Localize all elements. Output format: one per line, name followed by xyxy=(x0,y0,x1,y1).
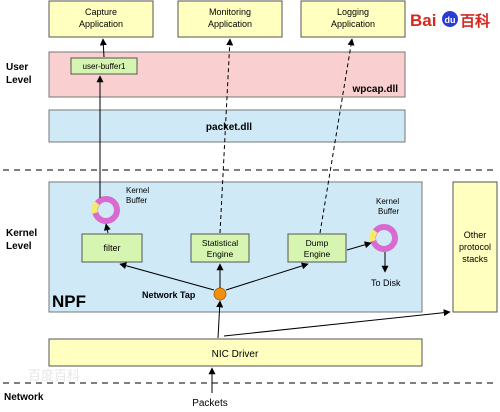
watermark-text: 百度百科 xyxy=(28,368,80,384)
dump-line2: Engine xyxy=(304,249,331,259)
user-buffer1-box xyxy=(70,57,138,75)
arrow-tap-to-dump xyxy=(225,262,309,291)
arrow-statistical-to-monitoring xyxy=(219,38,234,234)
kernel-level-label-1: Kernel xyxy=(6,228,37,239)
packets-label: Packets xyxy=(192,398,228,409)
monitoring-application-box: Monitoring Application xyxy=(177,0,283,38)
arrow-dump-to-logging xyxy=(319,38,355,234)
statistical-line1: Statistical xyxy=(202,238,238,248)
monitoring-app-line1: Monitoring xyxy=(209,7,251,17)
statistical-line2: Engine xyxy=(207,249,234,259)
flow-arrows xyxy=(96,38,451,393)
arrow-nic-to-tap xyxy=(216,300,224,339)
svg-text:du: du xyxy=(445,15,456,25)
other-stacks-line2: protocol xyxy=(459,242,491,252)
capture-app-line2: Application xyxy=(79,19,123,29)
kernel-level-label-2: Level xyxy=(6,241,32,252)
statistical-engine-box: Statistical Engine xyxy=(190,233,250,263)
filter-box: filter xyxy=(81,233,143,263)
network-tap-label: Network Tap xyxy=(142,290,196,300)
to-disk-label: To Disk xyxy=(371,278,401,288)
dump-line1: Dump xyxy=(306,238,329,248)
logging-application-box: Logging Application xyxy=(300,0,406,38)
svg-text:百科: 百科 xyxy=(460,12,490,30)
svg-text:Bai: Bai xyxy=(410,11,436,30)
other-protocol-stacks-box: Other protocol stacks xyxy=(452,181,498,313)
kernel-buffer-right-ring xyxy=(369,224,398,252)
npf-label: NPF xyxy=(52,292,86,311)
arrow-filter-to-buffer xyxy=(103,223,111,234)
wpcap-dll-label: wpcap.dll xyxy=(351,84,398,95)
network-level-label: Network xyxy=(4,392,44,403)
packet-dll-label: packet.dll xyxy=(206,122,252,133)
nic-driver-label: NIC Driver xyxy=(212,349,259,360)
arrow-user-buffer-to-capture xyxy=(99,38,107,58)
logging-app-line1: Logging xyxy=(337,7,369,17)
arrow-tap-to-filter xyxy=(119,262,215,291)
monitoring-app-line2: Application xyxy=(208,19,252,29)
kernel-buffer-right-line2: Buffer xyxy=(378,207,400,216)
user-level-label-2: Level xyxy=(6,75,32,86)
baidu-logo: Bai du 百科 xyxy=(410,11,490,30)
dump-engine-box: Dump Engine xyxy=(287,233,347,263)
network-tap-node xyxy=(213,287,227,301)
kernel-buffer-left-line2: Buffer xyxy=(126,196,148,205)
kernel-buffer-left-ring xyxy=(91,196,120,224)
capture-app-line1: Capture xyxy=(85,7,117,17)
kernel-buffer-right-line1: Kernel xyxy=(376,197,399,206)
arrow-nic-to-other-stacks xyxy=(223,309,451,337)
packet-dll-area: packet.dll xyxy=(48,109,406,143)
other-stacks-line3: stacks xyxy=(462,254,488,264)
kernel-buffer-left-line1: Kernel xyxy=(126,186,149,195)
user-level-label-1: User xyxy=(6,62,28,73)
dashed-arrows xyxy=(219,38,355,234)
filter-label: filter xyxy=(103,243,120,253)
other-stacks-line1: Other xyxy=(464,230,487,240)
arrow-dump-to-buffer xyxy=(346,241,372,251)
capture-application-box: Capture Application xyxy=(48,0,154,38)
user-buffer1-label: user-buffer1 xyxy=(83,62,127,71)
logging-app-line2: Application xyxy=(331,19,375,29)
nic-driver-box: NIC Driver xyxy=(48,338,423,367)
